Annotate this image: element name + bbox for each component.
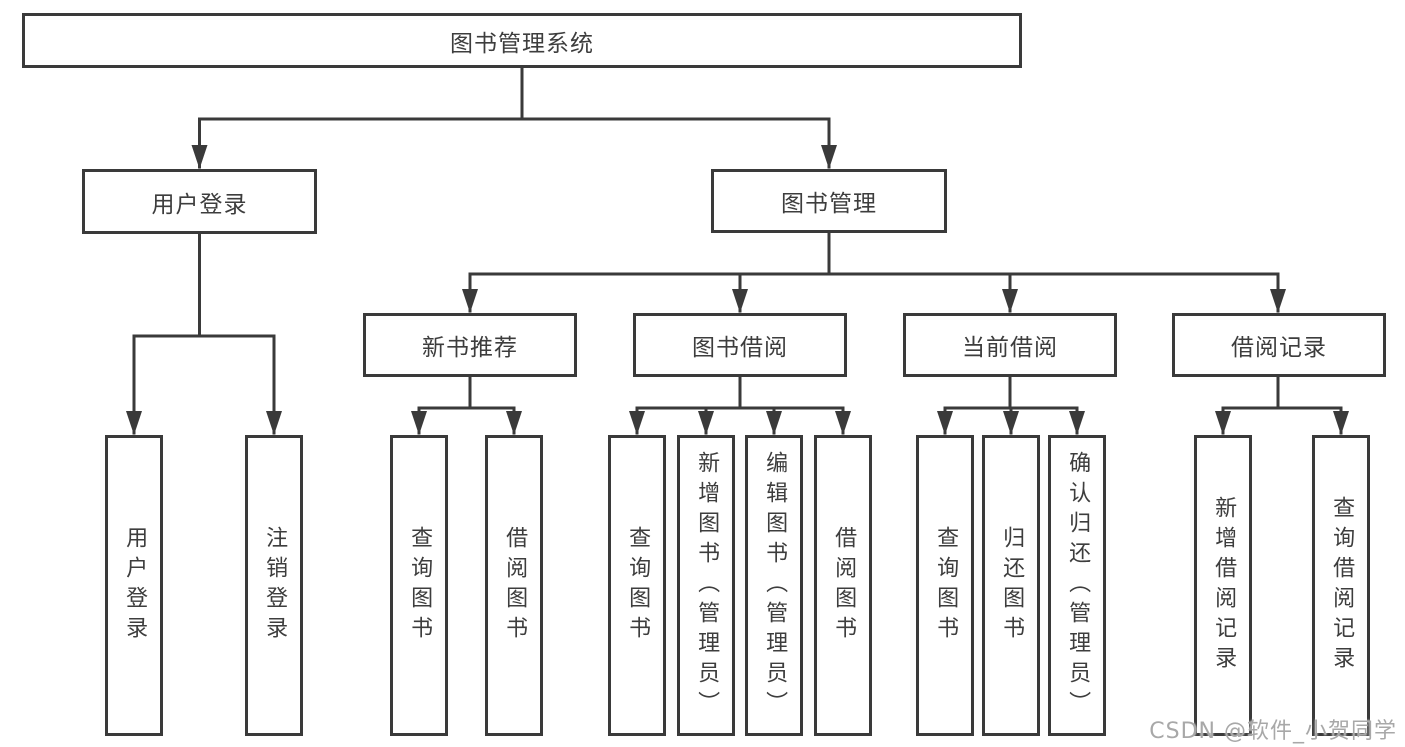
leaf-rec-add-record-label: 新增借阅记录 xyxy=(1211,495,1237,676)
node-book-management: 图书管理 xyxy=(711,169,947,233)
node-book-borrow-label: 图书借阅 xyxy=(692,335,788,361)
node-book-borrow: 图书借阅 xyxy=(633,313,847,377)
leaf-user-login: 用户登录 xyxy=(105,435,163,736)
node-borrow-records: 借阅记录 xyxy=(1172,313,1386,377)
leaf-bb-edit-books-admin-label: 编辑图书（管理员） xyxy=(762,450,788,721)
node-root: 图书管理系统 xyxy=(22,13,1022,68)
leaf-cb-confirm-return-admin: 确认归还（管理员） xyxy=(1048,435,1106,736)
leaf-bb-edit-books-admin: 编辑图书（管理员） xyxy=(745,435,803,736)
leaf-user-login-label: 用户登录 xyxy=(122,525,148,646)
node-new-book-recommend: 新书推荐 xyxy=(363,313,577,377)
leaf-bb-query-books-label: 查询图书 xyxy=(625,525,651,646)
leaf-logout-login-label: 注销登录 xyxy=(262,525,288,646)
leaf-bb-add-books-admin-label: 新增图书（管理员） xyxy=(694,450,720,721)
leaf-cb-confirm-return-admin-label: 确认归还（管理员） xyxy=(1065,450,1091,721)
leaf-nb-borrow-books: 借阅图书 xyxy=(485,435,543,736)
node-new-book-recommend-label: 新书推荐 xyxy=(422,335,518,361)
node-current-borrow: 当前借阅 xyxy=(903,313,1117,377)
node-current-borrow-label: 当前借阅 xyxy=(962,335,1058,361)
leaf-bb-borrow-books-label: 借阅图书 xyxy=(831,525,857,646)
leaf-rec-add-record: 新增借阅记录 xyxy=(1194,435,1252,736)
leaf-bb-add-books-admin: 新增图书（管理员） xyxy=(677,435,735,736)
node-root-label: 图书管理系统 xyxy=(450,30,594,57)
leaf-bb-borrow-books: 借阅图书 xyxy=(814,435,872,736)
leaf-rec-query-record: 查询借阅记录 xyxy=(1312,435,1370,736)
leaf-nb-borrow-books-label: 借阅图书 xyxy=(502,525,528,646)
leaf-cb-query-books: 查询图书 xyxy=(916,435,974,736)
node-borrow-records-label: 借阅记录 xyxy=(1231,335,1327,361)
leaf-logout-login: 注销登录 xyxy=(245,435,303,736)
leaf-cb-return-books: 归还图书 xyxy=(982,435,1040,736)
leaf-cb-query-books-label: 查询图书 xyxy=(933,525,959,646)
node-book-management-label: 图书管理 xyxy=(781,191,877,217)
leaf-nb-query-books-label: 查询图书 xyxy=(407,525,433,646)
leaf-rec-query-record-label: 查询借阅记录 xyxy=(1329,495,1355,676)
node-user-login-label: 用户登录 xyxy=(151,191,248,218)
watermark-text: CSDN @软件_小贺同学 xyxy=(1149,719,1397,744)
node-user-login: 用户登录 xyxy=(82,169,317,234)
leaf-bb-query-books: 查询图书 xyxy=(608,435,666,736)
leaf-cb-return-books-label: 归还图书 xyxy=(999,525,1025,646)
leaf-nb-query-books: 查询图书 xyxy=(390,435,448,736)
